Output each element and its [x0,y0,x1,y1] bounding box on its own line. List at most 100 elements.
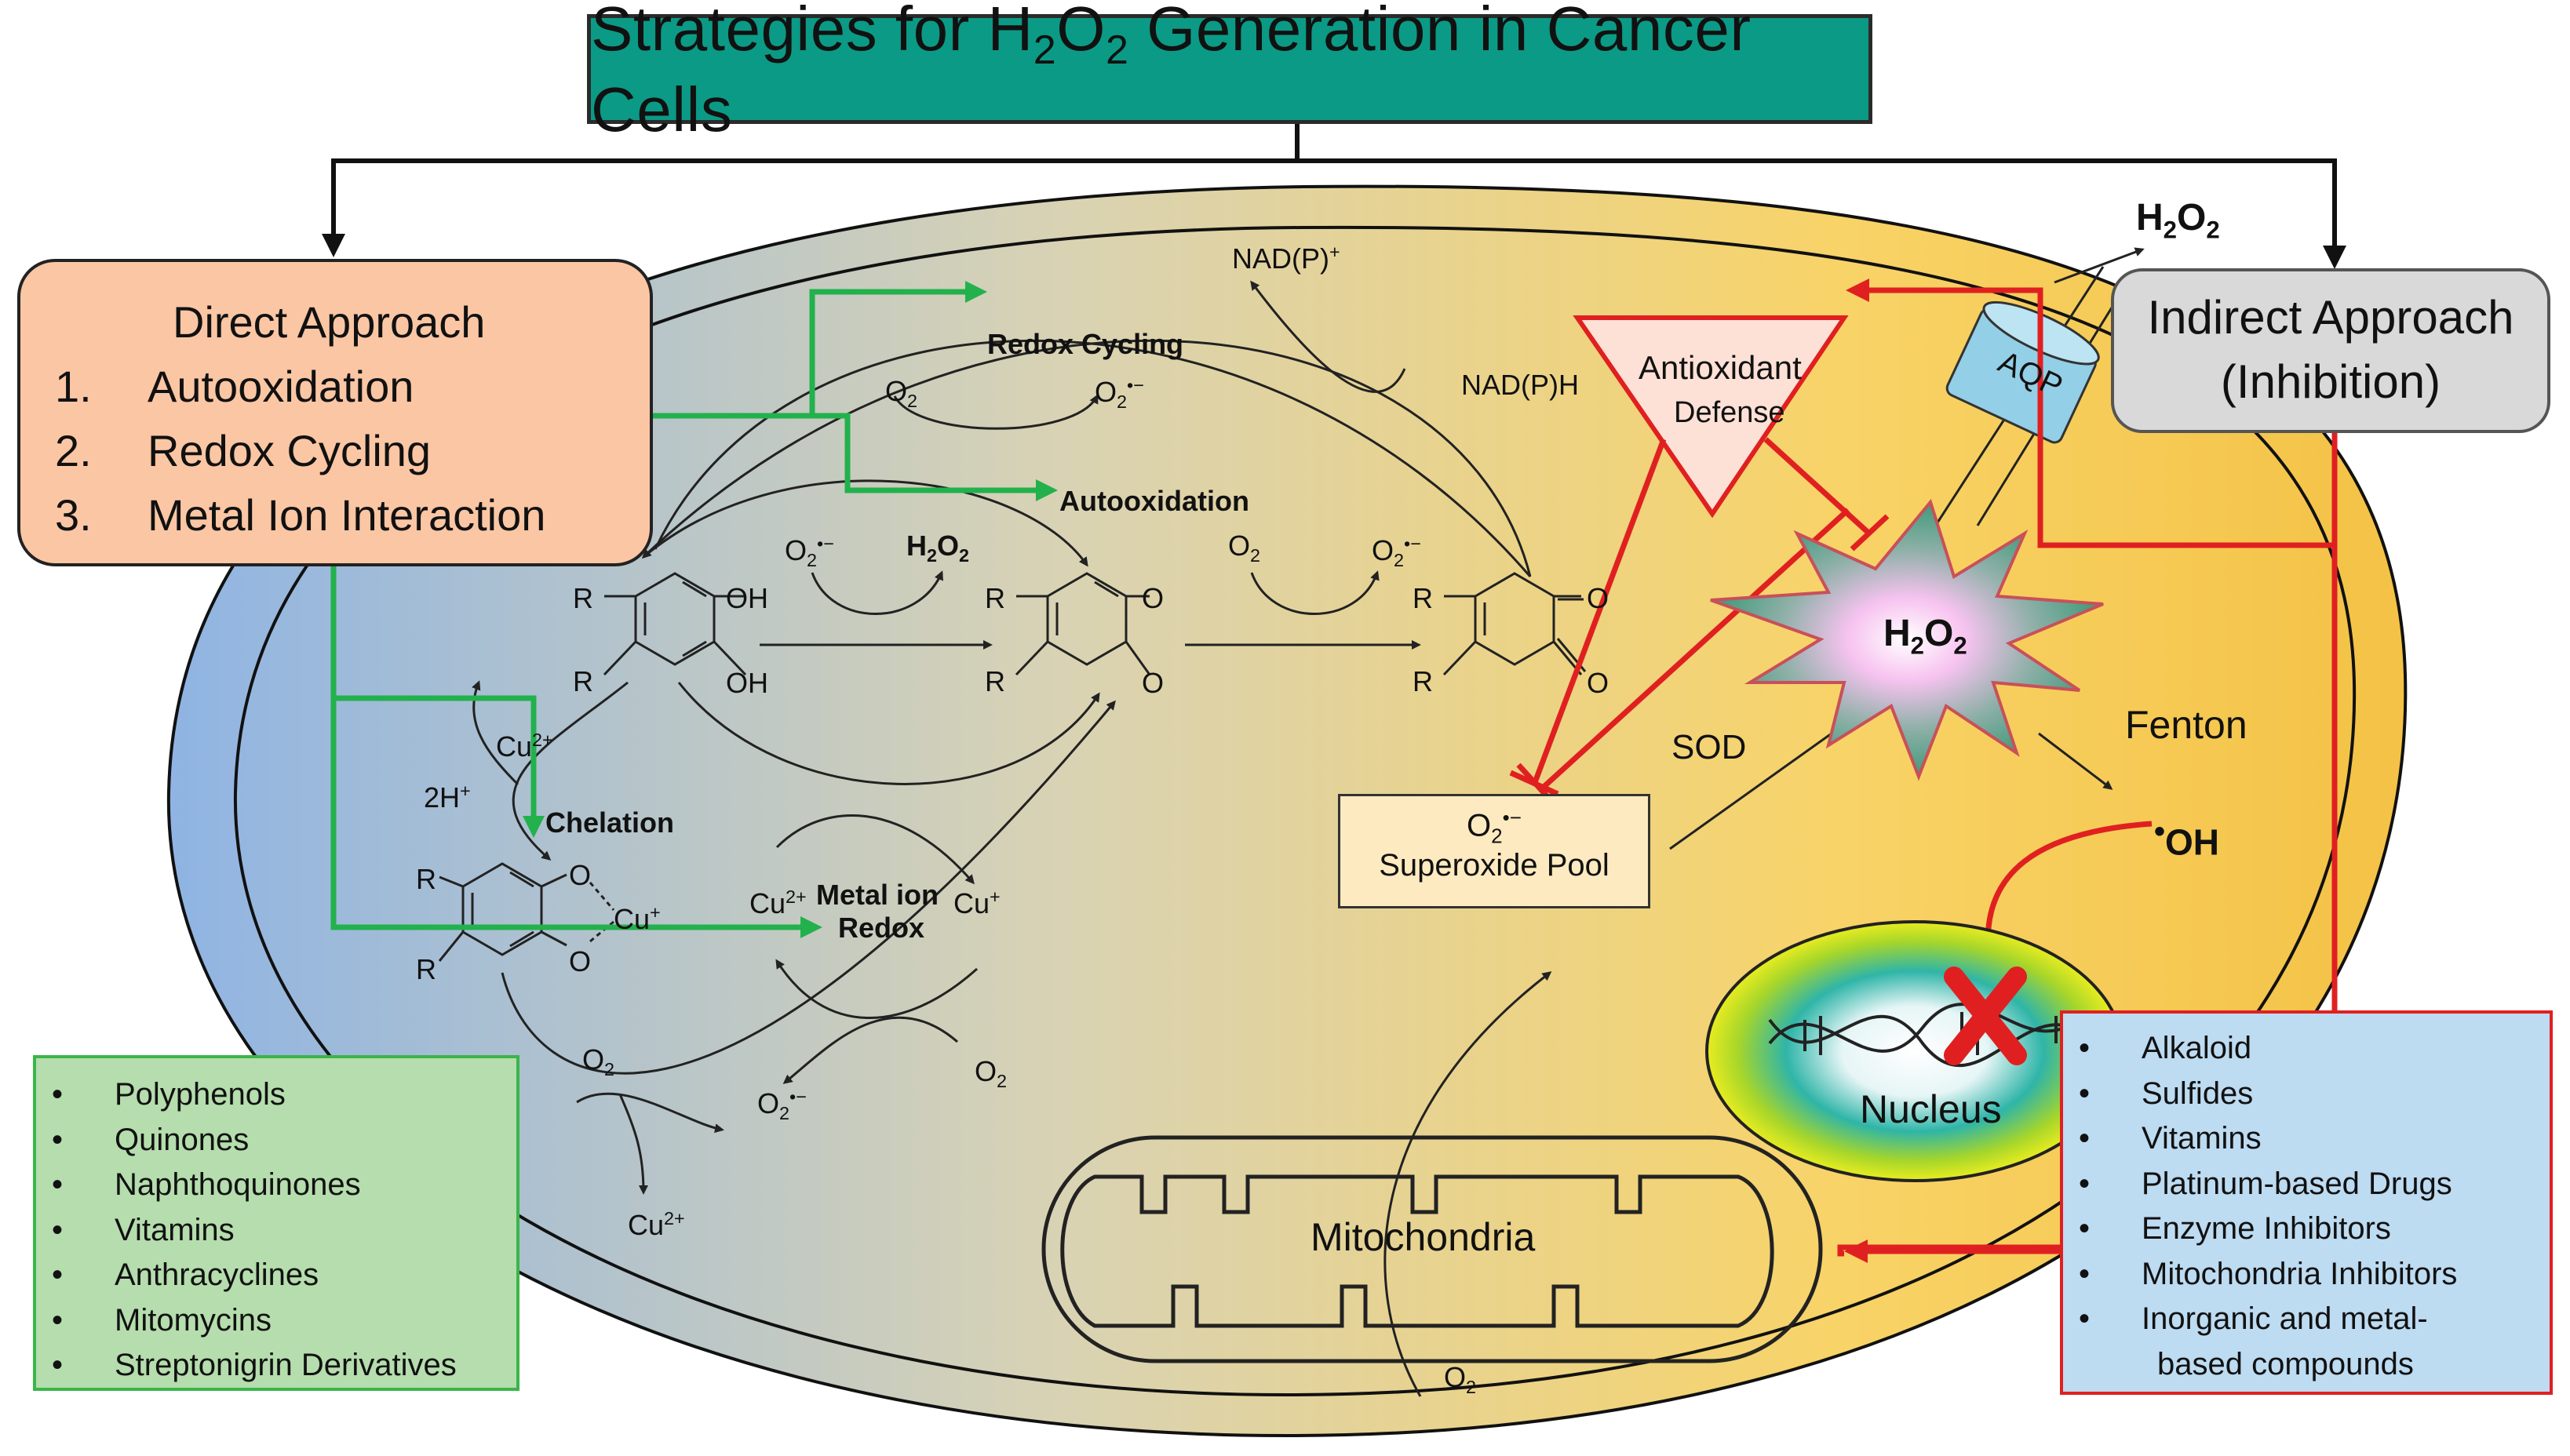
metal-ion-redox-label-2: Redox [838,912,925,944]
r-group-label: R [985,665,1005,697]
h-text: H [906,530,927,562]
subscript-2: 2 [907,391,918,412]
radical-anion-mark: •− [789,1087,807,1107]
direct-item: 2.Redox Cycling [55,419,650,483]
list-item: •Mitomycins [52,1298,516,1344]
list-item: • Alkaloid [2079,1026,2550,1072]
copper-ii-label: Cu2+ [496,730,553,763]
direct-item-text: Autooxidation [148,362,414,411]
title-box: Strategies for H2O2 Generation in Cancer… [587,0,1872,144]
protons-label: 2H+ [424,781,471,814]
o-text: O [785,534,807,566]
bullet-icon: • [2079,1121,2091,1156]
nadp-plus-label: NAD(P)+ [1232,242,1340,275]
title-connectors [322,124,2346,269]
r-group-label: R [1413,582,1433,614]
indirect-approach-subheading: (Inhibition) [2220,355,2441,408]
subscript-2: 2 [1117,391,1128,413]
bullet-icon: • [2079,1031,2091,1065]
direct-item: 3. Metal Ion Interaction [55,483,650,548]
metal-ion-redox-label: Metal ion [816,879,939,911]
o-text: O [937,530,960,562]
bullet-icon: • [52,1167,64,1202]
bullet-icon: • [52,1212,64,1247]
sod-label: SOD [1671,728,1747,766]
nadp-text: NAD(P) [1232,242,1329,275]
list-item-text: Platinum-based Drugs [2142,1166,2452,1201]
direct-item-number: 3. [55,490,92,540]
aqp-channel [1945,300,2100,444]
list-item-text: Quinones [115,1122,250,1157]
oxygen-anion-label: O [569,945,592,977]
subscript-2: 2 [1910,632,1925,660]
charge-sup: + [990,886,1001,907]
list-item-text: Streptonigrin Derivatives [115,1348,457,1382]
direct-examples-list: •Polyphenols •Quinones •Naphthoquinones … [33,1055,519,1391]
r-group-label: R [416,953,436,985]
list-item-text: Sulfides [2142,1076,2254,1111]
radical-anion-mark: •− [1502,806,1522,829]
list-item-text: Inorganic and metal- [2142,1301,2428,1336]
r-group-label: R [573,665,593,697]
o-text: O [2177,197,2207,238]
h-text: H [2136,197,2164,238]
title-sub-1: 2 [1033,27,1057,73]
list-item: • Naphthoquinones [52,1163,516,1208]
o-text: O [1924,613,1954,654]
list-item: •Polyphenols [52,1072,516,1118]
page-title: Strategies for H2O2 Generation in Cancer… [591,0,1868,146]
list-item: •Mitochondria Inhibitors [2079,1252,2550,1298]
superoxide-label: O2•− [1372,533,1421,571]
hydroxyl-radical-label: •OH [2154,814,2219,863]
list-item-text: Vitamins [115,1212,235,1247]
superoxide-label: O2•− [757,1087,807,1124]
superoxide-pool-box: O2•− Superoxide Pool [1338,794,1650,908]
title-mid: O [1056,0,1106,64]
hydroxyl-label: OH [726,582,768,614]
r-group-label: R [416,863,436,895]
bullet-icon: • [52,1302,64,1338]
o2-label: O2 [1228,530,1260,566]
r-group-label: R [1413,665,1433,697]
subscript-2: 2 [2163,216,2178,244]
o-text: O [885,375,908,407]
radical-dot-icon: • [2154,814,2166,849]
o2-label: O2 [582,1043,614,1080]
list-item: •Anthracyclines [52,1253,516,1298]
o-text: O [1228,530,1251,562]
subscript-2: 2 [1953,632,1967,660]
h2o2-burst [1710,498,2104,781]
subscript-2: 2 [997,1071,1008,1092]
bullet-icon: • [52,1258,64,1292]
direct-item-text: Metal Ion Interaction [148,490,546,540]
subscript-2: 2 [2206,216,2220,244]
direct-item: 1.Autooxidation [55,355,650,419]
o-label: O [1467,808,1492,843]
list-item-text: Alkaloid [2142,1031,2252,1065]
nucleus-label: Nucleus [1860,1087,2002,1131]
superoxide-label: O2•− [1095,375,1144,413]
hydroxyl-label: OH [726,667,768,699]
list-item-text: Mitochondria Inhibitors [2142,1256,2458,1291]
bullet-icon: • [52,1348,64,1382]
title-suffix: Generation in Cancer Cells [591,0,1752,144]
list-item-text: Naphthoquinones [115,1167,361,1202]
oxygen-anion-label: O [1142,667,1165,699]
chelate-structure [438,862,615,962]
nadph-label: NAD(P)H [1461,369,1579,401]
charge-sup: + [460,781,471,801]
superoxide-pool-label: Superoxide Pool [1379,848,1609,883]
radical-anion-mark: •− [1127,375,1144,395]
dna-damage-cross [1944,966,2027,1065]
charge-sup: 2+ [786,886,807,907]
red-inhibition-lines [1516,278,2338,1263]
cu-text: Cu [953,887,990,919]
chelation-label: Chelation [545,806,675,839]
oh-text: OH [2165,821,2220,863]
subscript-2: 2 [1491,824,1503,848]
cu-text: Cu [614,903,651,935]
green-arrows [330,281,1058,938]
r-group-label: R [985,582,1005,614]
list-item: •Enzyme Inhibitors [2079,1207,2550,1252]
